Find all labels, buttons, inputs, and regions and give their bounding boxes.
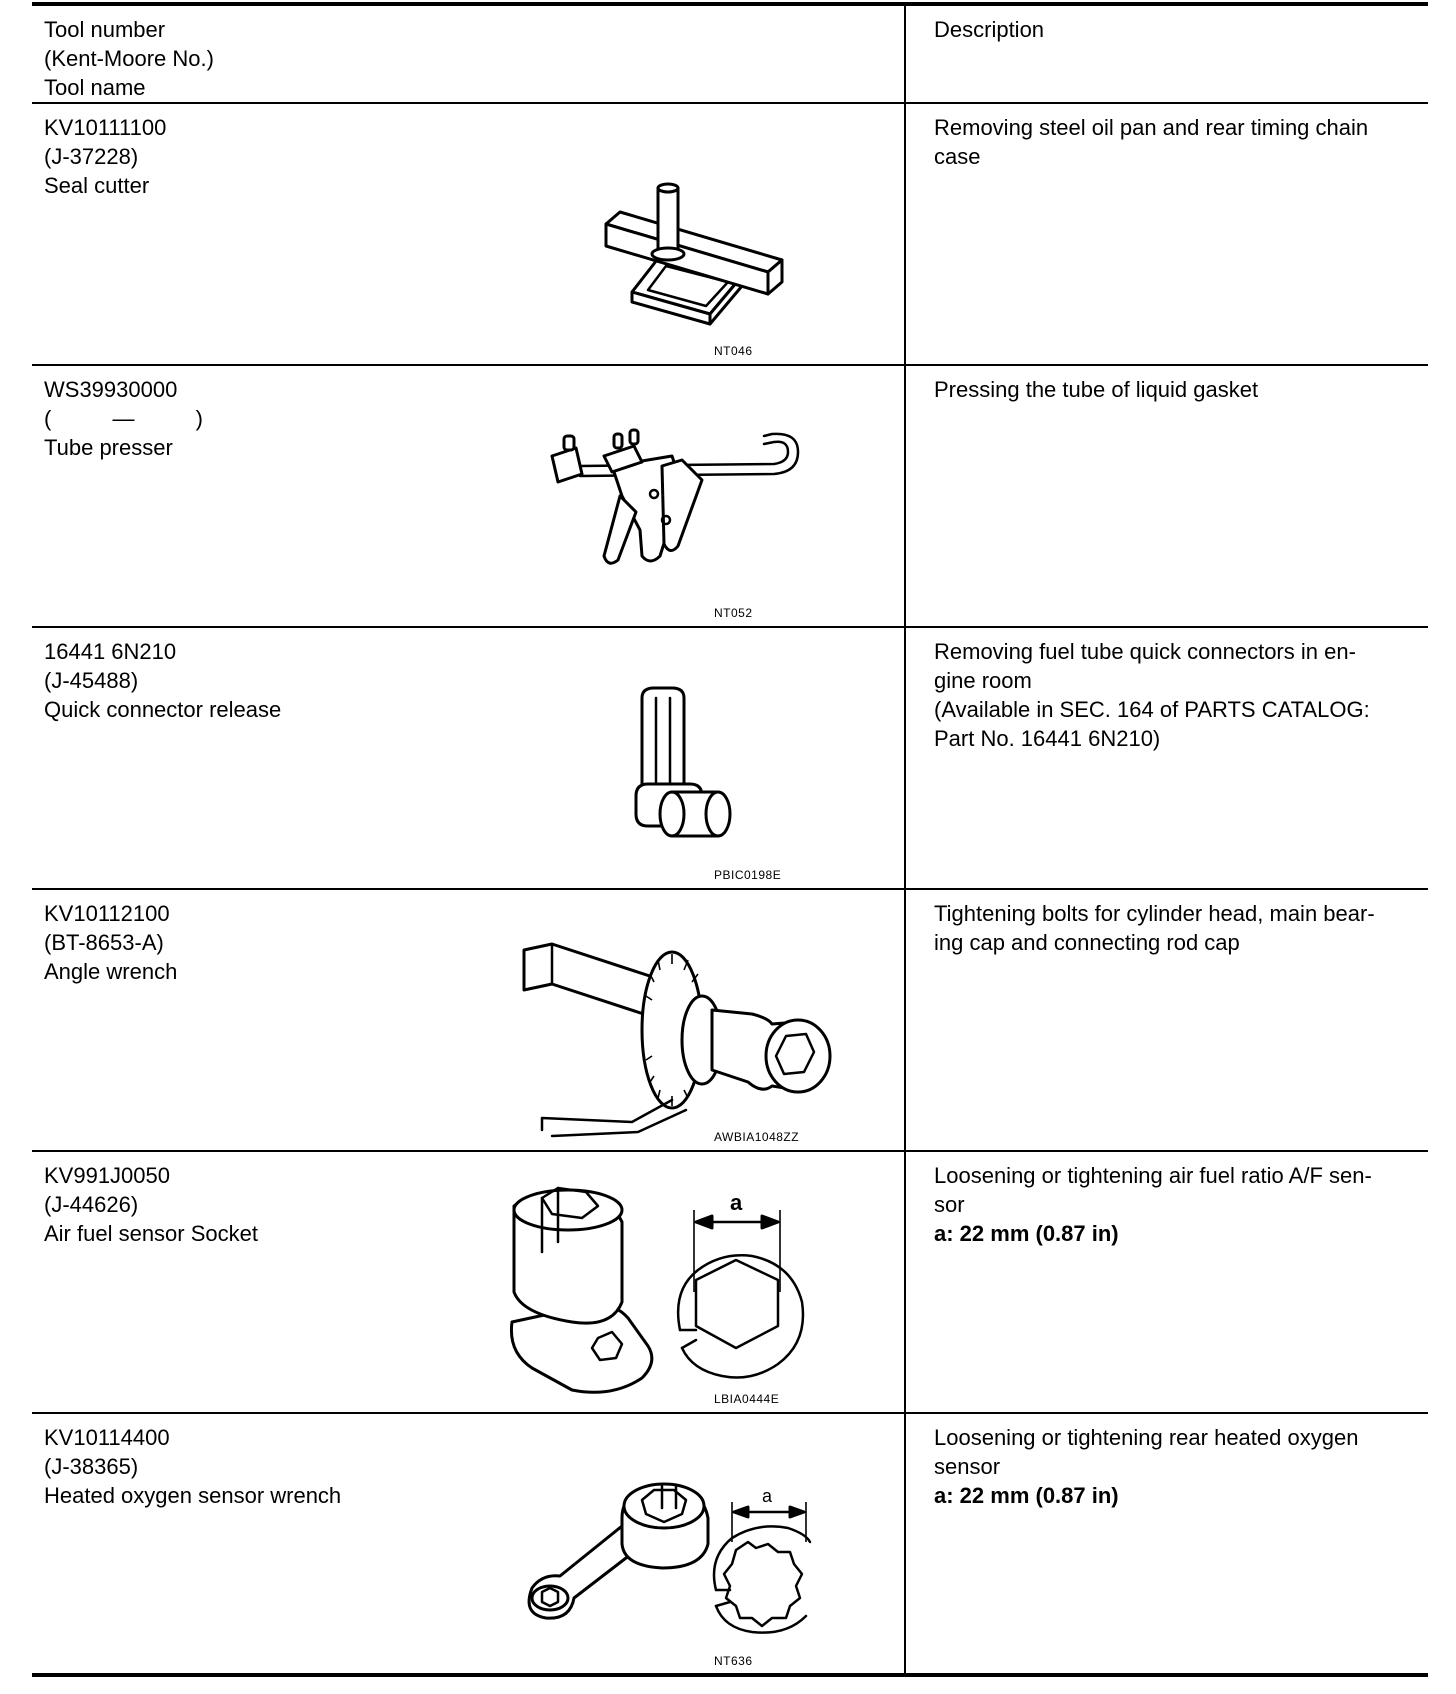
socket-hex-dimension-illustration: a — [676, 1190, 805, 1379]
description-line: Removing fuel tube quick connectors in e… — [934, 639, 1356, 664]
tool-name: Seal cutter — [44, 173, 150, 198]
tool-cell: 16441 6N210 (J-45488) Quick connector re… — [32, 627, 906, 890]
special-tools-sheet: Tool number (Kent-Moore No.) Tool name D… — [32, 2, 1428, 1677]
description-cell: Pressing the tube of liquid gasket — [905, 365, 1428, 628]
figure-code: NT052 — [714, 606, 753, 620]
figure-code: NT046 — [714, 344, 753, 358]
tool-name: Quick connector release — [44, 697, 282, 722]
kent-moore-number: (J-45488) — [44, 668, 139, 693]
figure-code: PBIC0198E — [714, 868, 782, 882]
tool-name: Heated oxygen sensor wrench — [44, 1483, 342, 1508]
kent-moore-number: (J-37228) — [44, 144, 139, 169]
table-row: 16441 6N210 (J-45488) Quick connector re… — [32, 627, 1428, 890]
description-cell: Removing fuel tube quick connectors in e… — [905, 627, 1428, 890]
table-header-row: Tool number (Kent-Moore No.) Tool name D… — [32, 2, 1428, 104]
quick-connector-release-illustration — [634, 686, 732, 838]
description-line: ing cap and connecting rod cap — [934, 930, 1240, 955]
description-cell: Tightening bolts for cylinder head, main… — [905, 889, 1428, 1152]
description-line: Tightening bolts for cylinder head, main… — [934, 901, 1375, 926]
header-tool-column: Tool number (Kent-Moore No.) Tool name — [32, 2, 906, 104]
tool-number: KV10112100 — [44, 901, 170, 926]
kent-moore-number: (J-44626) — [44, 1192, 139, 1217]
tool-name: Tube presser — [44, 435, 173, 460]
tube-presser-illustration — [550, 428, 800, 565]
tool-cell: WS39930000 ( — ) Tube presser N — [32, 365, 906, 628]
spec-value: a: 22 mm (0.87 in) — [934, 1221, 1119, 1246]
description-line: (Available in SEC. 164 of PARTS CATALOG: — [934, 697, 1370, 722]
description-line: sensor — [934, 1454, 1001, 1479]
oxygen-wrench-body-illustration — [527, 1482, 710, 1620]
tool-cell: KV10114400 (J-38365) Heated oxygen senso… — [32, 1413, 906, 1677]
tool-number: KV991J0050 — [44, 1163, 170, 1188]
dimension-label: a — [762, 1486, 773, 1506]
angle-wrench-illustration — [522, 942, 832, 1138]
tool-name: Angle wrench — [44, 959, 178, 984]
tool-number: KV10111100 — [44, 115, 167, 140]
table-row: KV10112100 (BT-8653-A) Angle wrench AWBI… — [32, 889, 1428, 1152]
description-line: gine room — [934, 668, 1032, 693]
description-line: Part No. 16441 6N210) — [934, 726, 1161, 751]
table-row: WS39930000 ( — ) Tube presser N — [32, 365, 1428, 628]
seal-cutter-illustration — [604, 182, 784, 326]
figure-code: AWBIA1048ZZ — [714, 1130, 800, 1144]
special-tools-table: Tool number (Kent-Moore No.) Tool name D… — [32, 2, 1428, 1677]
oxygen-wrench-dimension-illustration: a — [712, 1486, 812, 1634]
header-description-column: Description — [905, 2, 1428, 104]
description-line: Pressing the tube of liquid gasket — [934, 377, 1259, 402]
kent-moore-number: (J-38365) — [44, 1454, 139, 1479]
kent-moore-number: (BT-8653-A) — [44, 930, 164, 955]
description-line: sor — [934, 1192, 965, 1217]
tool-number: KV10114400 — [44, 1425, 170, 1450]
description-line: Loosening or tightening air fuel ratio A… — [934, 1163, 1372, 1188]
kent-moore-number: ( — ) — [44, 406, 203, 431]
table-row: KV10111100 (J-37228) Seal cutter NT046 R… — [32, 103, 1428, 366]
description-cell: Loosening or tightening rear heated oxyg… — [905, 1413, 1428, 1677]
table-row: KV10114400 (J-38365) Heated oxygen senso… — [32, 1413, 1428, 1677]
header-description: Description — [934, 17, 1045, 42]
tool-number: WS39930000 — [44, 377, 178, 402]
figure-code: LBIA0444E — [714, 1392, 780, 1406]
tool-cell: KV10111100 (J-37228) Seal cutter NT046 — [32, 103, 906, 366]
description-cell: Removing steel oil pan and rear timing c… — [905, 103, 1428, 366]
tool-cell: KV10112100 (BT-8653-A) Angle wrench AWBI… — [32, 889, 906, 1152]
tool-cell: KV991J0050 (J-44626) Air fuel sensor Soc… — [32, 1151, 906, 1414]
table-row: KV991J0050 (J-44626) Air fuel sensor Soc… — [32, 1151, 1428, 1414]
header-tool-number: Tool number — [44, 17, 166, 42]
header-tool-name: Tool name — [44, 75, 146, 100]
description-line: case — [934, 144, 981, 169]
header-kent-moore: (Kent-Moore No.) — [44, 46, 214, 71]
description-cell: Loosening or tightening air fuel ratio A… — [905, 1151, 1428, 1414]
figure-code: NT636 — [714, 1654, 753, 1668]
description-line: Removing steel oil pan and rear timing c… — [934, 115, 1369, 140]
tool-name: Air fuel sensor Socket — [44, 1221, 258, 1246]
dimension-label: a — [730, 1190, 743, 1215]
spec-value: a: 22 mm (0.87 in) — [934, 1483, 1119, 1508]
tool-number: 16441 6N210 — [44, 639, 177, 664]
description-line: Loosening or tightening rear heated oxyg… — [934, 1425, 1359, 1450]
socket-body-illustration — [509, 1186, 654, 1394]
